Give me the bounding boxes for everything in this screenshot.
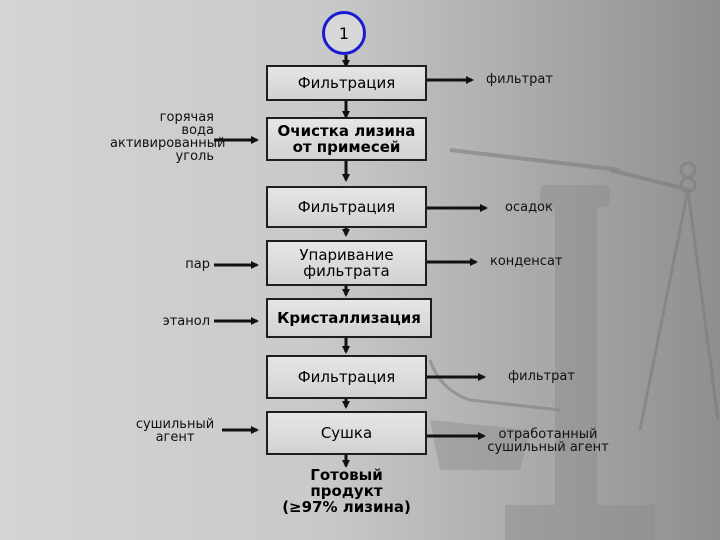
- step-label: Фильтрация: [297, 368, 396, 386]
- step-label: Кристаллизация: [277, 309, 421, 327]
- step-number: 1: [338, 23, 350, 43]
- step-filtration-3: Фильтрация: [266, 355, 427, 399]
- step-drying: Сушка: [266, 411, 427, 455]
- step-label: Упаривание фильтрата: [299, 246, 394, 280]
- step-final-product: Готовый продукт (≥97% лизина): [275, 466, 418, 516]
- input-drying-agent: сушильный агент: [135, 417, 215, 445]
- input-steam: пар: [185, 257, 210, 272]
- output-condensate: конденсат: [490, 254, 563, 269]
- step-filtration-2: Фильтрация: [266, 186, 427, 228]
- step-evaporation: Упаривание фильтрата: [266, 240, 427, 286]
- output-sediment: осадок: [505, 200, 553, 215]
- step-lysine-purification: Очистка лизина от примесей: [266, 117, 427, 161]
- step-label: Готовый продукт (≥97% лизина): [282, 466, 411, 516]
- input-hot-water-activated-carbon: горячая вода активированный уголь: [110, 110, 226, 164]
- step-number-circle: 1: [322, 11, 366, 55]
- step-filtration-1: Фильтрация: [266, 65, 427, 101]
- step-label: Фильтрация: [297, 198, 396, 216]
- output-filtrate-1: фильтрат: [486, 72, 553, 87]
- output-filtrate-2: фильтрат: [508, 369, 575, 384]
- step-crystallization: Кристаллизация: [266, 298, 432, 338]
- step-label: Сушка: [320, 424, 373, 442]
- step-label: Очистка лизина от примесей: [277, 122, 416, 156]
- step-label: Фильтрация: [297, 74, 396, 92]
- output-spent-drying-agent: отработанный сушильный агент: [487, 427, 609, 455]
- input-ethanol: этанол: [162, 314, 210, 329]
